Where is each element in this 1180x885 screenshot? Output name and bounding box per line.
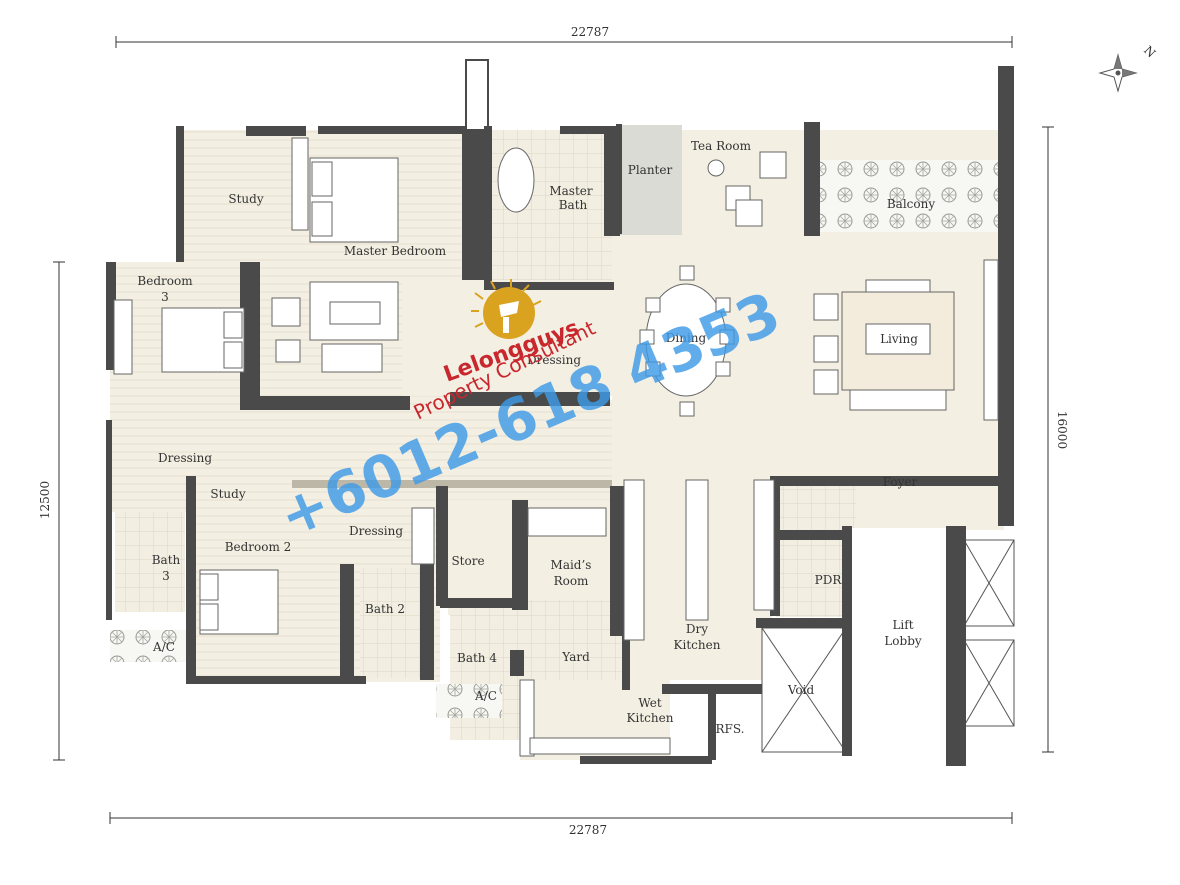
walls xyxy=(106,59,1014,766)
label-lift-lobby-1: Lift xyxy=(892,618,913,632)
label-master-bedroom: Master Bedroom xyxy=(344,244,447,258)
label-balcony: Balcony xyxy=(887,197,935,211)
label-master-bath-2: Bath xyxy=(559,198,588,212)
label-void: Void xyxy=(787,683,815,697)
label-planter: Planter xyxy=(628,163,673,177)
label-dressing-master: Dressing xyxy=(527,353,581,367)
label-maids-room-1: Maid’s xyxy=(551,558,592,572)
label-dressing-left: Dressing xyxy=(158,451,212,465)
label-wet-kitchen-1: Wet xyxy=(638,696,661,710)
dimension-right: 16000 xyxy=(1055,411,1069,449)
furniture xyxy=(113,137,999,757)
label-dressing-bedroom2: Dressing xyxy=(349,524,403,538)
label-ac-bottom: A/C xyxy=(474,689,497,703)
label-ac-left: A/C xyxy=(152,640,175,654)
label-maids-room-2: Room xyxy=(554,574,589,588)
label-dry-kitchen-2: Kitchen xyxy=(674,638,721,652)
label-master-bath-1: Master xyxy=(549,184,593,198)
label-bath3-1: Bath xyxy=(152,553,181,567)
label-tea-room: Tea Room xyxy=(691,139,752,153)
label-yard: Yard xyxy=(561,650,590,664)
sun-logo-icon xyxy=(471,279,542,339)
label-foyer: Foyer xyxy=(883,475,918,489)
compass-icon xyxy=(1098,53,1138,93)
dimension-lines xyxy=(53,36,1054,824)
label-rfs: RFS. xyxy=(716,722,745,736)
label-lift-lobby-2: Lobby xyxy=(884,634,922,648)
label-dining: Dining xyxy=(666,331,707,345)
label-wet-kitchen-2: Kitchen xyxy=(627,711,674,725)
label-pdr: PDR xyxy=(815,573,843,587)
label-study-bedroom2: Study xyxy=(210,487,245,501)
label-bedroom3-2: 3 xyxy=(161,290,169,304)
label-study: Study xyxy=(228,192,263,206)
dimension-bottom: 22787 xyxy=(569,823,607,837)
label-bath4: Bath 4 xyxy=(457,651,497,665)
label-bedroom3-1: Bedroom xyxy=(137,274,193,288)
label-store: Store xyxy=(451,554,484,568)
label-bath3-2: 3 xyxy=(162,569,170,583)
label-living: Living xyxy=(880,332,918,346)
label-bedroom2: Bedroom 2 xyxy=(225,540,292,554)
label-dry-kitchen-1: Dry xyxy=(686,622,708,636)
label-bath2: Bath 2 xyxy=(365,602,405,616)
dimension-top: 22787 xyxy=(571,25,609,39)
compass-north-label: N xyxy=(1141,43,1158,60)
room-labels: Study Master Bedroom Master Bath Planter… xyxy=(137,139,935,736)
floor-areas xyxy=(110,125,1015,760)
dimension-left: 12500 xyxy=(38,481,52,519)
